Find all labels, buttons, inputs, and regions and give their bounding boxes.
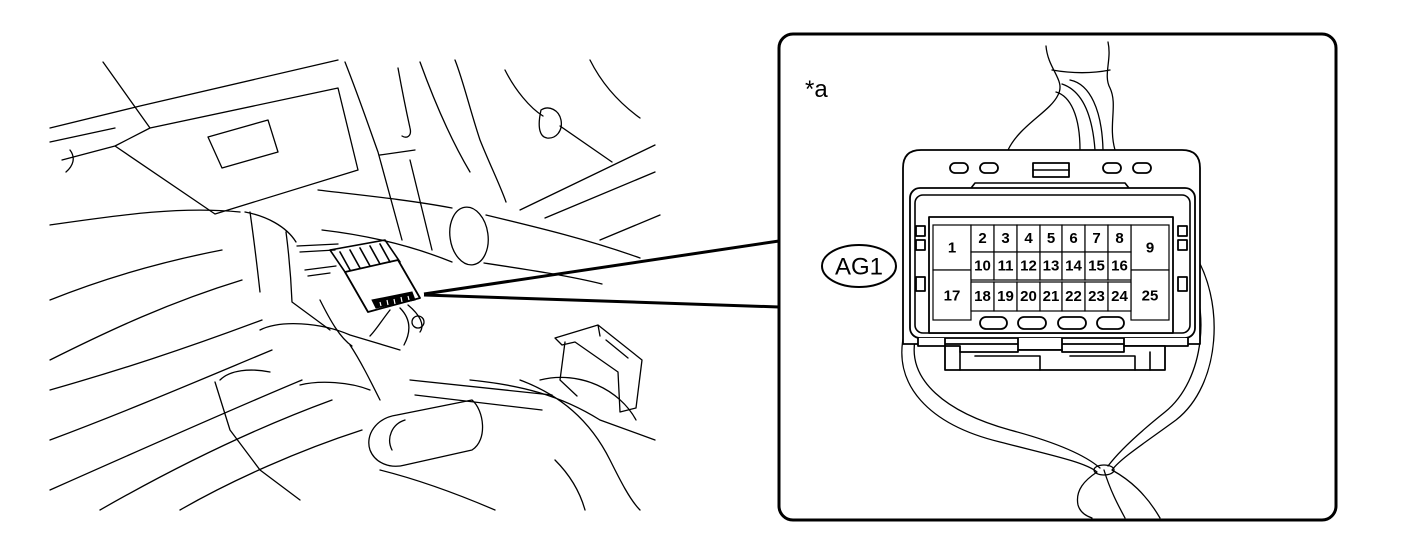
side-key	[1177, 225, 1188, 237]
hose-clamp	[449, 206, 489, 266]
vehicle-connector	[296, 239, 425, 346]
center-frame-lines	[49, 209, 353, 347]
pin-numbers: 1 2 3 4 5 6 7 8 9 10 11 12 13 14 15 16 1…	[944, 230, 1159, 305]
pin-cell-1	[932, 224, 972, 271]
pin-number: 17	[944, 288, 961, 305]
lower-latch-detail	[959, 351, 1151, 371]
pin-cell-25	[1130, 269, 1170, 321]
connector-ag1: 1 2 3 4 5 6 7 8 9 10 11 12 13 14 15 16 1…	[902, 149, 1201, 371]
pin-number: 16	[1111, 258, 1128, 275]
leader-line-top	[423, 239, 780, 296]
pin-cell-9	[1130, 224, 1170, 271]
pin-cell-16	[1107, 251, 1132, 281]
vehicle-connector-latch	[329, 239, 401, 273]
pin-number: 13	[1043, 258, 1060, 275]
floor-console-lines	[214, 323, 553, 511]
ground-bolt	[411, 315, 425, 329]
pin-number: 1	[948, 240, 956, 257]
pin-number: 5	[1047, 230, 1055, 247]
pin-number: 25	[1142, 288, 1159, 305]
vehicle-connector-terminal-gaps	[379, 295, 410, 307]
vehicle-connector-terminal-face	[371, 291, 416, 309]
hose-outline	[317, 189, 641, 285]
pin-number: 12	[1020, 258, 1037, 275]
pin-number: 21	[1043, 288, 1060, 305]
bracket	[554, 324, 643, 413]
vehicle-connector-wires	[369, 304, 423, 346]
shell-lock-hole	[949, 162, 969, 174]
pin-number: 6	[1069, 230, 1077, 247]
shell-lock-hole	[1132, 162, 1152, 174]
pin-number: 2	[978, 230, 986, 247]
pin-number: 3	[1001, 230, 1009, 247]
connector-code-label: AG1	[835, 254, 883, 281]
harness-cut-lines	[296, 243, 339, 277]
side-key	[915, 239, 926, 251]
side-key	[915, 276, 926, 292]
base-tab-center	[1017, 338, 1063, 351]
pillar-panel-lines	[344, 59, 507, 251]
pin-number: 23	[1088, 288, 1105, 305]
leader-line-bottom	[423, 293, 780, 309]
connector-code-ellipse	[821, 244, 897, 288]
side-key	[1177, 239, 1188, 251]
pin-number: 11	[998, 258, 1014, 275]
right-lower-curves	[469, 376, 656, 511]
pin-number: 7	[1092, 230, 1100, 247]
pin-number: 20	[1020, 288, 1037, 305]
lower-slot	[1057, 316, 1087, 330]
pin-cell-17	[932, 269, 972, 321]
pin-number: 24	[1111, 288, 1128, 305]
pin-number: 14	[1065, 258, 1082, 275]
pin-number: 10	[974, 258, 991, 275]
pin-number: 9	[1146, 240, 1154, 257]
shell-lock-hole	[979, 162, 999, 174]
base-tab-right	[1123, 338, 1189, 347]
pin-cell-24	[1107, 281, 1132, 312]
lower-slot	[979, 316, 1008, 330]
lower-latch	[944, 345, 1166, 371]
pin-number: 19	[997, 288, 1014, 305]
shell-lock-hole	[1102, 162, 1122, 174]
top-wire-bundle	[1007, 41, 1116, 151]
lower-slot	[1096, 316, 1125, 330]
detail-callout-box: *a AG1	[777, 32, 1338, 522]
wire-harness	[901, 41, 1215, 519]
pin-number: 15	[1088, 258, 1105, 275]
seat-rail-bar	[368, 399, 484, 467]
pin-number: 4	[1024, 230, 1033, 247]
pin-number: 8	[1115, 230, 1123, 247]
right-upper-lines	[504, 59, 661, 241]
bottom-wire-bundle	[901, 249, 1215, 519]
side-key	[915, 225, 926, 237]
callout-label: *a	[805, 76, 828, 103]
seat-curves	[49, 249, 363, 511]
pin-grid	[932, 224, 1170, 321]
pin-number: 18	[974, 288, 991, 305]
lower-slot	[1017, 316, 1047, 330]
base-tab-left	[917, 338, 946, 347]
upper-console-lines	[49, 59, 359, 215]
detail-box-frame	[777, 32, 1338, 522]
pin-number: 22	[1065, 288, 1082, 305]
side-key	[1177, 276, 1188, 292]
vehicle-interior-illustration	[49, 59, 661, 511]
wire-tie	[1093, 464, 1115, 476]
